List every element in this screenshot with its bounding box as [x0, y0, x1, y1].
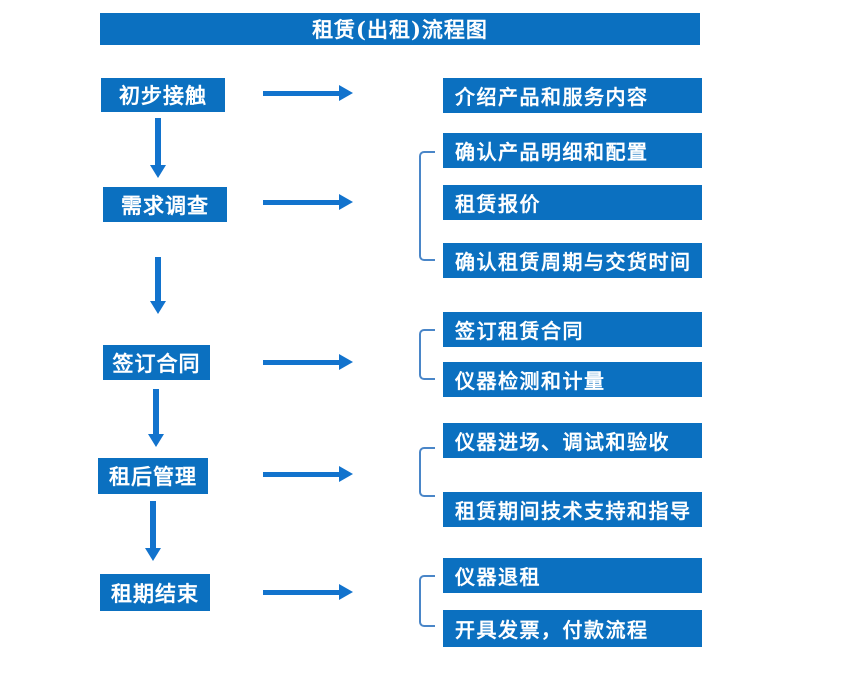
detail-box-invoice-payment: 开具发票，付款流程	[443, 610, 702, 647]
title-bar: 租赁(出租)流程图	[100, 13, 700, 45]
group-bracket	[419, 575, 435, 627]
group-bracket	[419, 151, 435, 261]
right-arrow-icon	[263, 466, 353, 482]
right-arrow-icon	[263, 194, 353, 210]
detail-box-confirm-product-config: 确认产品明细和配置	[443, 133, 702, 168]
arrow-shaft	[155, 257, 161, 302]
group-bracket	[419, 447, 435, 497]
right-arrow-icon	[263, 354, 353, 370]
arrow-head	[339, 466, 353, 482]
arrow-head	[339, 584, 353, 600]
right-arrow-icon	[263, 85, 353, 101]
arrow-shaft	[150, 501, 156, 549]
detail-box-instrument-testing: 仪器检测和计量	[443, 362, 702, 397]
arrow-head	[339, 85, 353, 101]
page-title: 租赁(出租)流程图	[312, 17, 488, 42]
group-bracket	[419, 329, 435, 380]
arrow-head	[150, 301, 166, 314]
detail-box-tech-support: 租赁期间技术支持和指导	[443, 492, 702, 527]
down-arrow-icon	[150, 118, 166, 178]
arrow-shaft	[263, 200, 340, 205]
detail-box-introduce-products: 介绍产品和服务内容	[443, 78, 702, 113]
step-initial-contact: 初步接触	[101, 78, 225, 112]
arrow-shaft	[263, 472, 340, 477]
arrow-shaft	[155, 118, 161, 166]
arrow-head	[145, 548, 161, 561]
arrow-shaft	[153, 389, 159, 435]
right-arrow-icon	[263, 584, 353, 600]
detail-box-sign-rental-contract: 签订租赁合同	[443, 312, 702, 347]
step-sign-contract: 签订合同	[103, 345, 210, 380]
arrow-head	[150, 165, 166, 178]
step-post-rental-management: 租后管理	[98, 458, 208, 494]
arrow-head	[148, 434, 164, 447]
arrow-shaft	[263, 91, 340, 96]
step-rental-end: 租期结束	[100, 574, 210, 611]
arrow-shaft	[263, 360, 340, 365]
arrow-head	[339, 354, 353, 370]
down-arrow-icon	[150, 257, 166, 314]
detail-box-rental-quote: 租赁报价	[443, 185, 702, 220]
down-arrow-icon	[145, 501, 161, 561]
detail-box-instrument-setup-acceptance: 仪器进场、调试和验收	[443, 423, 702, 458]
arrow-shaft	[263, 590, 340, 595]
arrow-head	[339, 194, 353, 210]
detail-box-confirm-period-delivery: 确认租赁周期与交货时间	[443, 243, 702, 278]
down-arrow-icon	[148, 389, 164, 447]
detail-box-instrument-return: 仪器退租	[443, 558, 702, 593]
step-needs-survey: 需求调查	[103, 187, 227, 222]
